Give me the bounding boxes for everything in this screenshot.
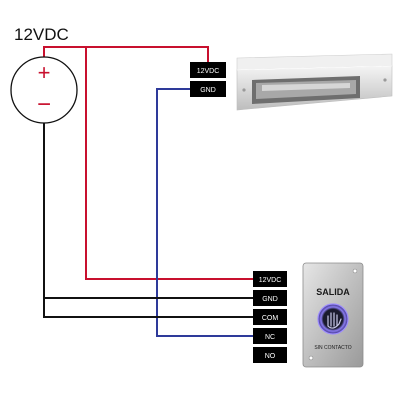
exit-button-title: SALIDA xyxy=(316,287,350,297)
exit-tag-gnd: GND xyxy=(253,290,287,306)
exit-tag-com-label: COM xyxy=(262,315,279,322)
battery-symbol-icon: + − xyxy=(10,56,78,124)
exit-tag-no-label: NO xyxy=(265,353,276,360)
exit-button-subtitle: SIN CONTACTO xyxy=(314,345,351,351)
black-wire-supply-to-gnd xyxy=(43,122,254,299)
exit-tag-12vdc: 12VDC xyxy=(253,271,287,287)
maglock-tag-gnd-label: GND xyxy=(200,87,216,94)
exit-tag-no: NO xyxy=(253,347,287,363)
exit-tag-nc: NC xyxy=(253,328,287,344)
red-wire-to-maglock xyxy=(43,46,209,63)
wires xyxy=(43,46,254,337)
blue-wire-maglock-gnd-to-nc xyxy=(156,88,254,337)
exit-tag-nc-label: NC xyxy=(265,334,275,341)
exit-tag-com: COM xyxy=(253,309,287,325)
black-wire-supply-to-com xyxy=(43,297,254,318)
maglock-tag-12vdc: 12VDC xyxy=(190,62,226,78)
minus-symbol: − xyxy=(37,91,51,118)
hand-sensor-icon xyxy=(317,303,349,335)
plus-symbol: + xyxy=(38,60,51,85)
exit-button-plate: SALIDA SIN CONTACTO xyxy=(302,262,364,368)
exit-tag-gnd-label: GND xyxy=(262,296,278,303)
magnetic-lock-image xyxy=(236,53,393,111)
maglock-tag-gnd: GND xyxy=(190,81,226,97)
supply-label: 12VDC xyxy=(14,25,69,44)
maglock-tag-12vdc-label: 12VDC xyxy=(197,68,220,75)
exit-tag-12vdc-label: 12VDC xyxy=(259,277,282,284)
red-wire-to-exit-button xyxy=(85,46,254,280)
